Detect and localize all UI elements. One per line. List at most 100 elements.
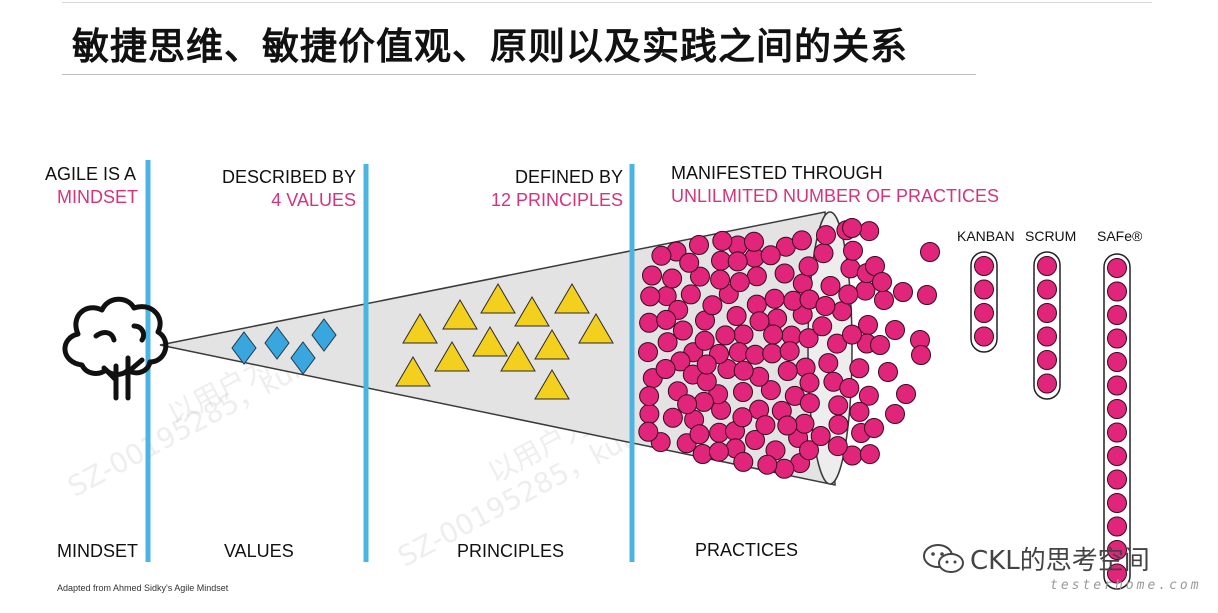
practice-dot-icon <box>689 424 710 445</box>
practice-dot-icon <box>818 353 839 374</box>
practice-dot-icon <box>874 290 894 310</box>
practice-dot-icon <box>651 245 672 266</box>
practice-dot-icon <box>828 414 849 435</box>
practice-dot-icon <box>1037 373 1057 394</box>
practice-dot-icon <box>774 458 795 479</box>
practice-dot-icon <box>638 342 658 363</box>
stage-label-mindset: MINDSET <box>57 541 138 561</box>
triangle-principle-icon <box>578 313 614 344</box>
title-underline <box>62 74 976 75</box>
practice-dot-icon <box>763 324 784 345</box>
top-rule <box>62 2 1152 3</box>
framework-label-kanban: KANBAN <box>957 228 1015 244</box>
practice-dot-icon <box>733 382 753 402</box>
practice-dot-icon <box>638 421 659 442</box>
practice-dot-icon <box>893 282 913 302</box>
practice-dot-icon <box>911 345 931 365</box>
diamond-value-icon <box>311 318 337 352</box>
practices-header-line1: MANIFESTED THROUGH <box>671 163 883 183</box>
practice-dot-icon <box>813 243 834 264</box>
practice-dot-icon <box>689 235 709 255</box>
practice-dot-icon <box>762 343 783 364</box>
triangle-principle-icon <box>500 341 536 372</box>
practice-dot-icon <box>1107 516 1127 537</box>
practice-dot-icon <box>733 451 754 472</box>
practice-dot-icon <box>843 240 863 261</box>
practice-dot-icon <box>815 296 836 316</box>
brain-tree-icon <box>62 296 169 401</box>
practice-dot-icon <box>711 250 731 271</box>
practice-dot-icon <box>859 444 880 465</box>
practice-dot-icon <box>696 354 717 375</box>
practice-dot-icon <box>1107 422 1127 443</box>
wechat-icon <box>923 544 964 573</box>
practice-dot-icon <box>917 285 937 305</box>
practice-dot-icon <box>974 279 994 300</box>
diamond-value-icon <box>264 326 290 360</box>
practice-dot-icon <box>746 266 767 287</box>
practice-dot-icon <box>642 265 662 286</box>
practice-dot-icon <box>746 294 767 315</box>
stage-label-principles: PRINCIPLES <box>457 541 565 561</box>
practice-dot-icon <box>1107 258 1127 278</box>
practice-dot-icon <box>1107 493 1127 513</box>
practice-dot-icon <box>639 386 660 407</box>
practice-dot-icon <box>672 320 693 341</box>
practices-dots <box>638 218 940 479</box>
credit-note: Adapted from Ahmed Sidky's Agile Mindset <box>57 583 229 593</box>
practice-dot-icon <box>760 245 781 266</box>
practice-dot-icon <box>812 316 833 337</box>
principles-triangles <box>395 283 614 400</box>
practice-dot-icon <box>858 385 879 406</box>
triangle-principle-icon <box>434 341 470 372</box>
practice-dot-icon <box>1037 303 1057 323</box>
framework-capsules <box>970 251 1131 590</box>
practice-dot-icon <box>744 231 764 252</box>
framework-capsule <box>970 251 998 353</box>
practice-dot-icon <box>859 221 880 242</box>
practice-dot-icon <box>798 328 819 349</box>
triangle-principle-icon <box>402 313 438 344</box>
practice-dot-icon <box>820 276 841 296</box>
practice-dot-icon <box>777 415 798 436</box>
practice-dot-icon <box>680 284 701 305</box>
practice-dot-icon <box>760 380 781 401</box>
practice-dot-icon <box>655 359 676 379</box>
practice-dot-icon <box>974 256 994 276</box>
practice-dot-icon <box>679 252 700 273</box>
triangle-principle-icon <box>554 283 590 314</box>
stage-label-values: VALUES <box>224 541 294 561</box>
practice-dot-icon <box>745 430 765 450</box>
practice-dot-icon <box>855 280 876 301</box>
practice-dot-icon <box>864 418 884 438</box>
triangle-principle-icon <box>395 356 431 387</box>
practice-dot-icon <box>1107 328 1127 349</box>
practice-dot-icon <box>755 415 776 436</box>
practice-dot-icon <box>662 407 683 428</box>
practice-dot-icon <box>729 272 750 293</box>
practice-dot-icon <box>885 320 905 340</box>
practice-dot-icon <box>842 218 862 238</box>
practice-dot-icon <box>727 251 748 272</box>
practice-dot-icon <box>849 401 870 422</box>
triangle-principle-icon <box>442 299 478 330</box>
practice-dot-icon <box>974 303 994 323</box>
practice-dot-icon <box>1107 305 1127 325</box>
practice-dot-icon <box>1037 350 1057 370</box>
triangle-principle-icon <box>534 369 570 400</box>
practice-dot-icon <box>733 360 754 381</box>
practice-dot-icon <box>799 393 820 414</box>
stage-label-practices: PRACTICES <box>695 540 799 560</box>
practice-dot-icon <box>694 330 715 351</box>
practice-dot-icon <box>745 344 766 365</box>
practice-dot-icon <box>712 230 733 251</box>
triangle-principle-icon <box>534 329 570 360</box>
practice-dot-icon <box>842 324 862 345</box>
practice-dot-icon <box>827 333 847 354</box>
principles-header-line2: 12 PRINCIPLES <box>490 190 623 210</box>
diamond-value-icon <box>231 331 257 365</box>
principles-header-line1: DEFINED BY <box>514 167 623 187</box>
practice-dot-icon <box>749 311 770 332</box>
practice-dot-icon <box>1107 399 1127 419</box>
